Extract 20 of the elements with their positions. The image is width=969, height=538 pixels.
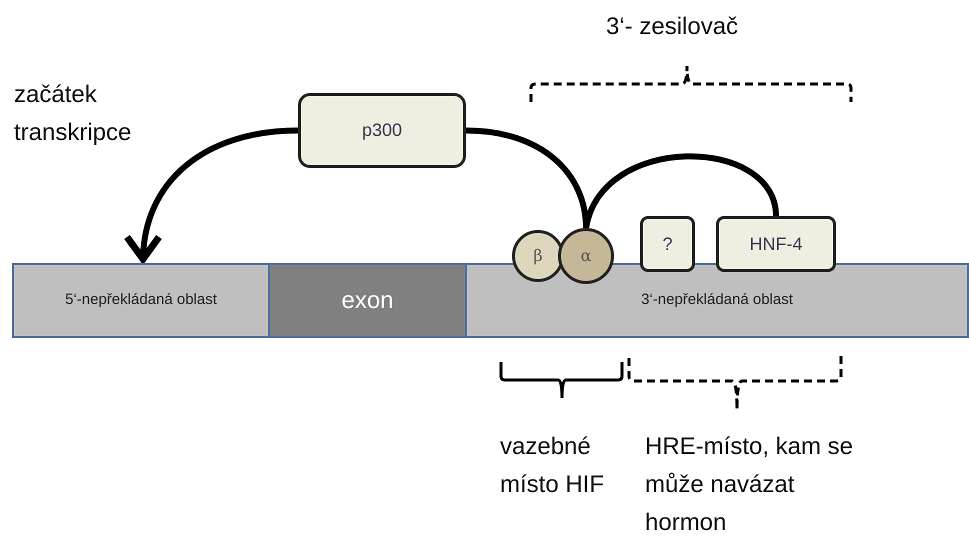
utr-segment <box>465 263 969 338</box>
node-label: 3‘-nepřekládaná oblast <box>641 290 793 310</box>
exon-segment <box>270 263 465 338</box>
connector-line <box>466 128 589 228</box>
node-label: p300 <box>362 119 402 142</box>
node-label: ? <box>662 232 672 256</box>
node-label: α <box>580 245 592 267</box>
node-label: β <box>533 245 543 267</box>
annotation-text: vazebné místo HIF <box>500 432 604 500</box>
protein-box <box>716 216 836 272</box>
protein-box <box>298 93 466 168</box>
utr-segment <box>12 263 270 338</box>
node-label: HNF-4 <box>750 232 802 256</box>
annotation-text: HRE-místo, kam se může navázat hormon <box>645 432 854 538</box>
annotation-text: začátek transkripce <box>14 80 132 148</box>
protein-box <box>640 216 695 272</box>
node-label: exon <box>341 286 394 316</box>
annotation-text: 3‘- zesilovač <box>606 12 740 42</box>
node-label: 5‘-nepřekládaná oblast <box>65 290 217 310</box>
arrow <box>125 128 298 262</box>
